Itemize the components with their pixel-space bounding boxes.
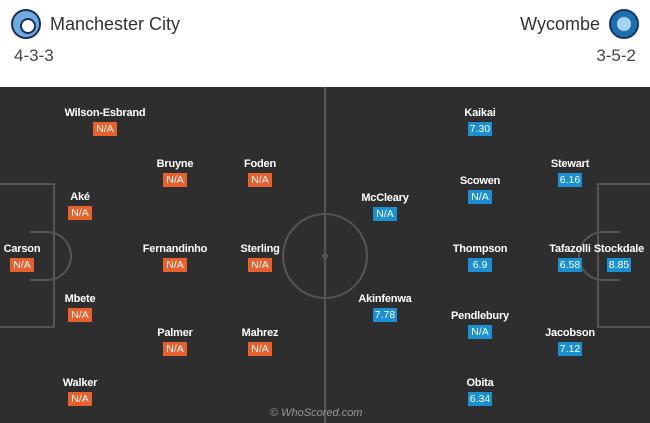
player-home[interactable]: Sterling N/A	[220, 243, 300, 273]
away-team-name[interactable]: Wycombe	[520, 14, 600, 34]
player-away[interactable]: Stockdale 8.85	[590, 243, 648, 273]
player-rating-badge: N/A	[373, 207, 397, 221]
player-name: Obita	[466, 377, 494, 389]
player-rating-badge: N/A	[68, 392, 92, 406]
player-name: Mbete	[64, 293, 96, 305]
player-rating-badge: N/A	[10, 258, 34, 272]
player-rating-badge: 7.12	[558, 342, 582, 356]
player-name: Fernandinho	[142, 243, 208, 255]
player-away[interactable]: Stewart 6.16	[530, 158, 610, 188]
player-rating-badge: 8.85	[607, 258, 631, 272]
home-formation: 4-3-3	[14, 46, 54, 65]
player-rating-badge: 6.34	[468, 392, 492, 406]
player-rating-badge: 6.16	[558, 173, 582, 187]
player-name: Carson	[3, 243, 41, 255]
player-name: Wilson-Esbrand	[64, 107, 146, 119]
player-home[interactable]: Walker N/A	[50, 377, 110, 407]
player-name: Scowen	[459, 175, 501, 187]
player-home[interactable]: Carson N/A	[0, 243, 44, 273]
player-away[interactable]: Akinfenwa 7.78	[340, 293, 430, 323]
player-home[interactable]: Mahrez N/A	[220, 327, 300, 357]
player-rating-badge: N/A	[163, 173, 187, 187]
penalty-arc-right	[578, 231, 620, 281]
player-rating-badge: N/A	[93, 122, 117, 136]
player-rating-badge: N/A	[248, 258, 272, 272]
player-home[interactable]: Palmer N/A	[135, 327, 215, 357]
player-home[interactable]: Mbete N/A	[50, 293, 110, 323]
player-rating-badge: N/A	[163, 342, 187, 356]
player-home[interactable]: Bruyne N/A	[135, 158, 215, 188]
player-home[interactable]: Foden N/A	[220, 158, 300, 188]
player-name: Akinfenwa	[358, 293, 412, 305]
player-name: Stockdale	[593, 243, 645, 255]
player-home[interactable]: Wilson-Esbrand N/A	[55, 107, 155, 137]
pitch: Wilson-Esbrand N/A Bruyne N/A Foden N/A …	[0, 87, 650, 423]
player-name: Palmer	[157, 327, 193, 339]
player-name: Bruyne	[156, 158, 194, 170]
player-rating-badge: 7.78	[373, 308, 397, 322]
home-team-name[interactable]: Manchester City	[50, 14, 181, 34]
player-name: Stewart	[550, 158, 590, 170]
player-rating-badge: N/A	[248, 173, 272, 187]
manchester-city-crest-icon	[11, 9, 41, 39]
player-name: Foden	[244, 158, 276, 170]
center-spot	[322, 253, 328, 259]
whoscored-watermark: © WhoScored.com	[270, 407, 363, 419]
player-rating-badge: N/A	[468, 325, 492, 339]
player-rating-badge: N/A	[248, 342, 272, 356]
player-home[interactable]: Fernandinho N/A	[135, 243, 215, 273]
player-away[interactable]: Tafazolli 6.58	[530, 243, 610, 273]
player-name: Aké	[70, 191, 90, 203]
player-name: Walker	[62, 377, 98, 389]
player-away[interactable]: Obita 6.34	[440, 377, 520, 407]
penalty-arc-left	[30, 231, 72, 281]
away-formation: 3-5-2	[596, 46, 636, 65]
player-rating-badge: N/A	[68, 308, 92, 322]
match-header: Manchester City 4-3-3 Wycombe 3-5-2	[0, 0, 650, 87]
player-name: Kaikai	[464, 107, 496, 119]
player-away[interactable]: Thompson 6.9	[435, 243, 525, 273]
player-away[interactable]: McCleary N/A	[345, 192, 425, 222]
player-name: Sterling	[240, 243, 280, 255]
wycombe-crest-icon	[609, 9, 639, 39]
player-rating-badge: 6.58	[558, 258, 582, 272]
player-name: McCleary	[361, 192, 409, 204]
player-name: Jacobson	[545, 327, 595, 339]
player-away[interactable]: Kaikai 7.30	[445, 107, 515, 137]
player-name: Tafazolli	[549, 243, 591, 255]
player-away[interactable]: Jacobson 7.12	[530, 327, 610, 357]
player-home[interactable]: Aké N/A	[50, 191, 110, 221]
center-circle	[282, 213, 368, 299]
player-away[interactable]: Scowen N/A	[440, 175, 520, 205]
player-name: Pendlebury	[451, 310, 509, 322]
player-rating-badge: N/A	[163, 258, 187, 272]
player-rating-badge: 6.9	[468, 258, 492, 272]
player-rating-badge: N/A	[68, 206, 92, 220]
player-name: Mahrez	[241, 327, 279, 339]
player-rating-badge: 7.30	[468, 122, 492, 136]
player-name: Thompson	[452, 243, 508, 255]
player-away[interactable]: Pendlebury N/A	[430, 310, 530, 340]
player-rating-badge: N/A	[468, 190, 492, 204]
